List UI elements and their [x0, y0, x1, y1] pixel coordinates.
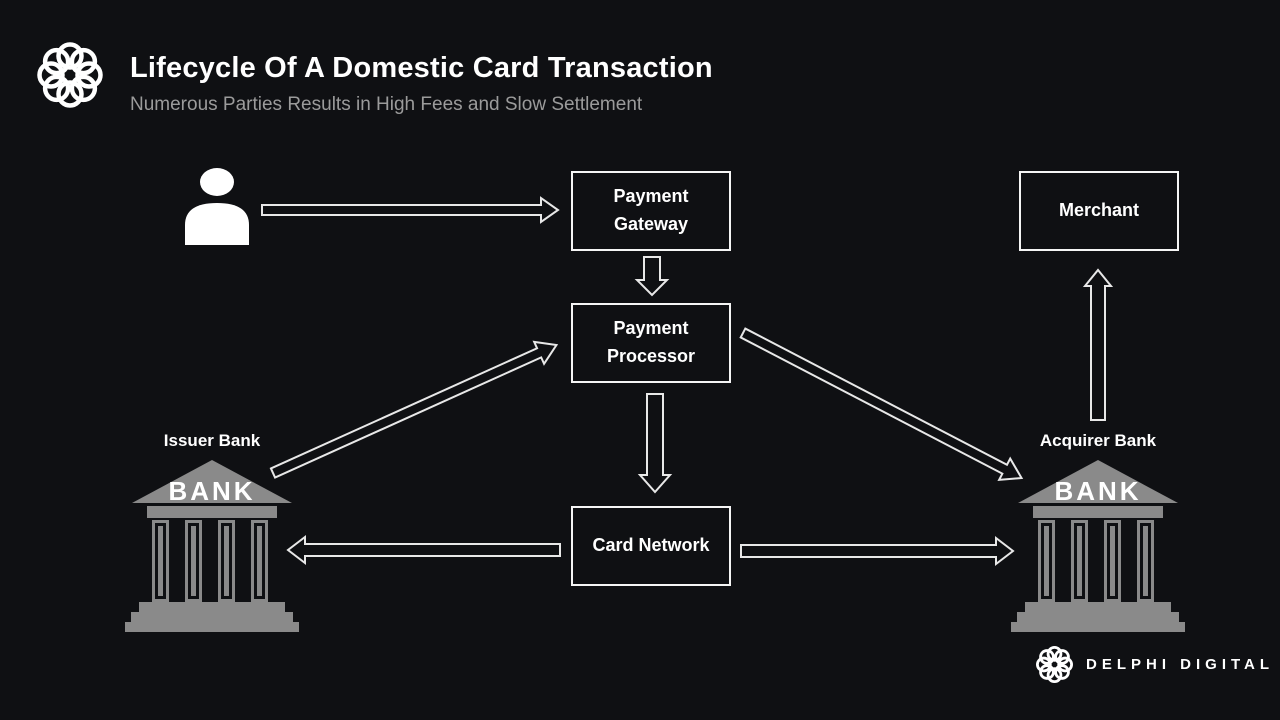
arrow-card-network-to-acquirer-bank — [740, 535, 1015, 567]
page-title: Lifecycle Of A Domestic Card Transaction — [130, 52, 713, 84]
arrow-card-network-to-issuer-bank — [286, 534, 561, 566]
footer-brand: DELPHI DIGITAL — [1036, 646, 1274, 683]
node-label: Merchant — [1058, 200, 1139, 221]
brand-wordmark: DELPHI DIGITAL — [1086, 656, 1275, 673]
issuer-bank-label: Issuer Bank — [163, 431, 261, 450]
page-subtitle: Numerous Parties Results in High Fees an… — [130, 94, 643, 115]
node-label: Payment Gateway — [613, 186, 689, 234]
header: Lifecycle Of A Domestic Card Transaction… — [130, 52, 930, 116]
node-card-network: Card Network — [571, 506, 731, 586]
delphi-knot-logo-icon — [37, 42, 103, 108]
arrow-processor-to-acquirer-bank — [739, 327, 1024, 482]
node-merchant: Merchant — [1019, 171, 1179, 251]
bank-columns — [1038, 520, 1154, 602]
node-label: Card Network — [592, 535, 710, 556]
node-label: Payment Processor — [606, 318, 696, 366]
node-payment-gateway: Payment Gateway — [571, 171, 731, 251]
acquirer-bank-building-icon: BANK — [1011, 460, 1185, 632]
arrow-person-to-gateway — [261, 196, 560, 224]
arrow-gateway-to-processor — [634, 256, 670, 297]
cardholder-person-icon — [185, 168, 249, 245]
arrow-issuer-bank-to-processor — [269, 340, 559, 479]
bank-columns — [152, 520, 268, 602]
bank-building-text: BANK — [1054, 476, 1141, 506]
acquirer-bank-label: Acquirer Bank — [1039, 431, 1157, 450]
node-payment-processor: Payment Processor — [571, 303, 731, 383]
bank-building-text: BANK — [168, 476, 255, 506]
issuer-bank-building-icon: BANK — [125, 460, 299, 632]
delphi-knot-logo-icon — [1036, 646, 1073, 683]
arrow-acquirer-bank-to-merchant — [1082, 268, 1114, 421]
arrow-processor-to-card-network — [637, 393, 673, 494]
